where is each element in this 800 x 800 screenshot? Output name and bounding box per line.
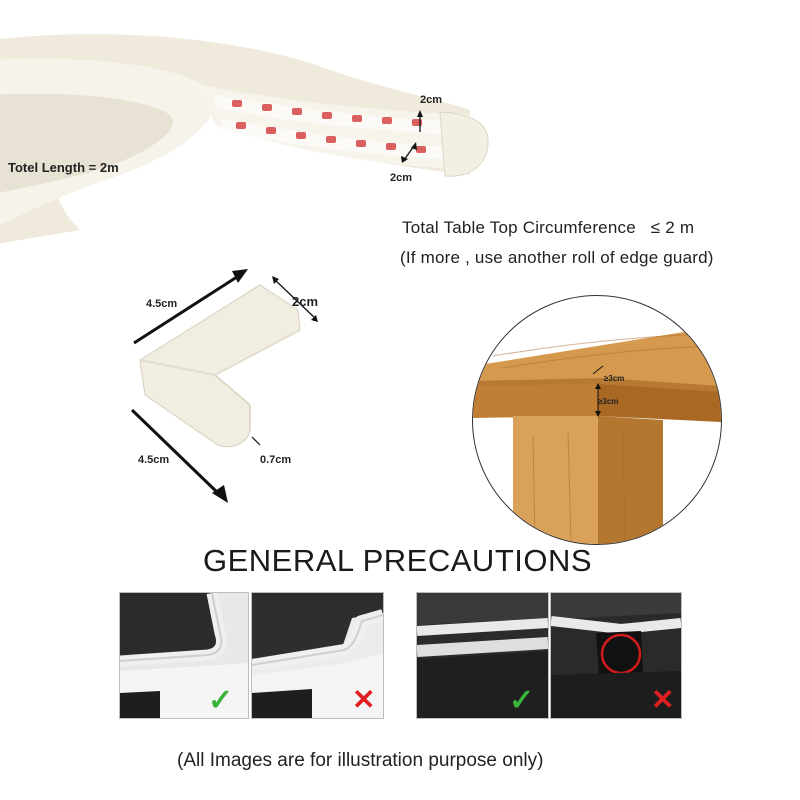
precaution-panel-2: ✕ <box>251 592 384 719</box>
foam-roll-image <box>0 0 500 245</box>
roll-width-label: 2cm <box>390 172 413 184</box>
total-length-label: Totel Length = 2m <box>8 160 119 175</box>
corner-guard-image <box>120 265 340 515</box>
circumference-text: Total Table Top Circumference <box>402 218 636 237</box>
cross-icon: ✕ <box>352 684 376 715</box>
corner-width-label: 2cm <box>292 294 319 309</box>
roll-height-label: 2cm <box>420 94 443 106</box>
precaution-panel-1: ✓ <box>119 592 249 719</box>
check-icon: ✓ <box>208 684 234 717</box>
precautions-heading: GENERAL PRECAUTIONS <box>203 543 593 578</box>
circumference-value: ≤ 2 m <box>650 218 695 237</box>
table-dim-side-label: ≥3cm <box>598 397 619 406</box>
check-icon: ✓ <box>509 684 535 717</box>
cross-icon: ✕ <box>651 684 675 715</box>
disclaimer-text: (All Images are for illustration purpose… <box>177 750 544 771</box>
table-corner-image <box>472 295 722 545</box>
corner-thickness-label: 0.7cm <box>260 454 292 466</box>
corner-length-a-label: 4.5cm <box>146 298 178 310</box>
circumference-hint: (If more , use another roll of edge guar… <box>400 248 714 267</box>
table-dim-top-label: ≥3cm <box>604 374 625 383</box>
corner-length-b-label: 4.5cm <box>138 454 170 466</box>
circumference-note: Total Table Top Circumference ≤ 2 m <box>402 218 694 238</box>
precaution-panel-3: ✓ <box>416 592 549 719</box>
precaution-panel-4: ✕ <box>550 592 682 719</box>
